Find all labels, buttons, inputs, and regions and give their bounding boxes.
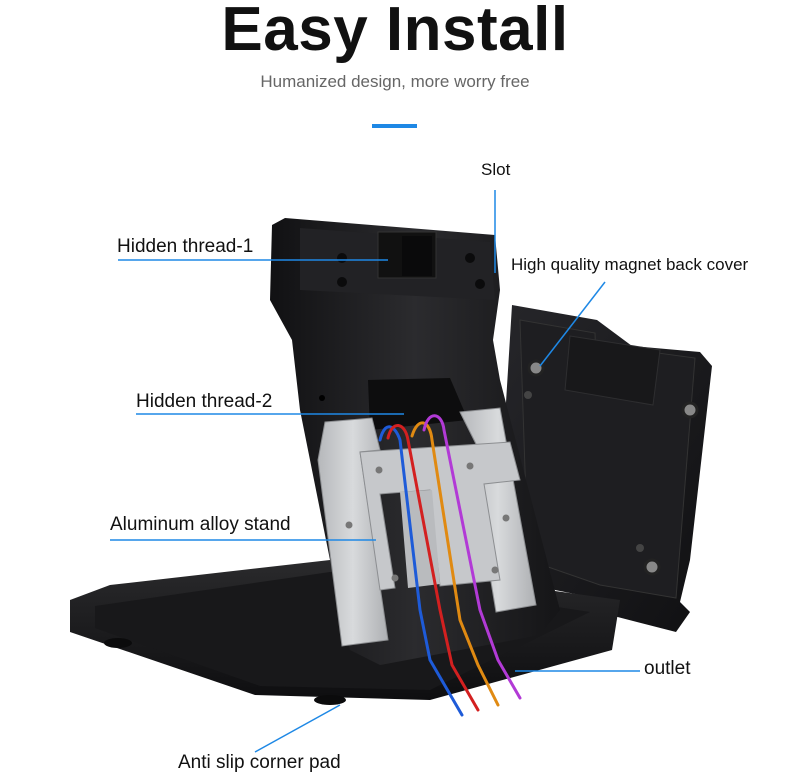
page-subtitle: Humanized design, more worry free [260, 72, 530, 91]
callout-slot: Slot [481, 160, 511, 179]
cables [378, 414, 522, 717]
callout-aluminum-stand: Aluminum alloy stand [110, 514, 291, 535]
callout-hidden-thread-2: Hidden thread-2 [136, 391, 273, 412]
callout-lines [110, 190, 640, 753]
callout-line-corner-pad [254, 704, 341, 753]
magnet-back-cover [500, 305, 712, 632]
callout-line-magnet-cover [539, 281, 606, 367]
accent-bar [372, 124, 417, 128]
callout-anti-slip-pad: Anti slip corner pad [178, 752, 341, 773]
callout-magnet-back-cover: High quality magnet back cover [511, 255, 749, 274]
callout-hidden-thread-1: Hidden thread-1 [117, 236, 254, 257]
callout-outlet: outlet [644, 658, 691, 679]
page-title: Easy Install [221, 0, 569, 64]
